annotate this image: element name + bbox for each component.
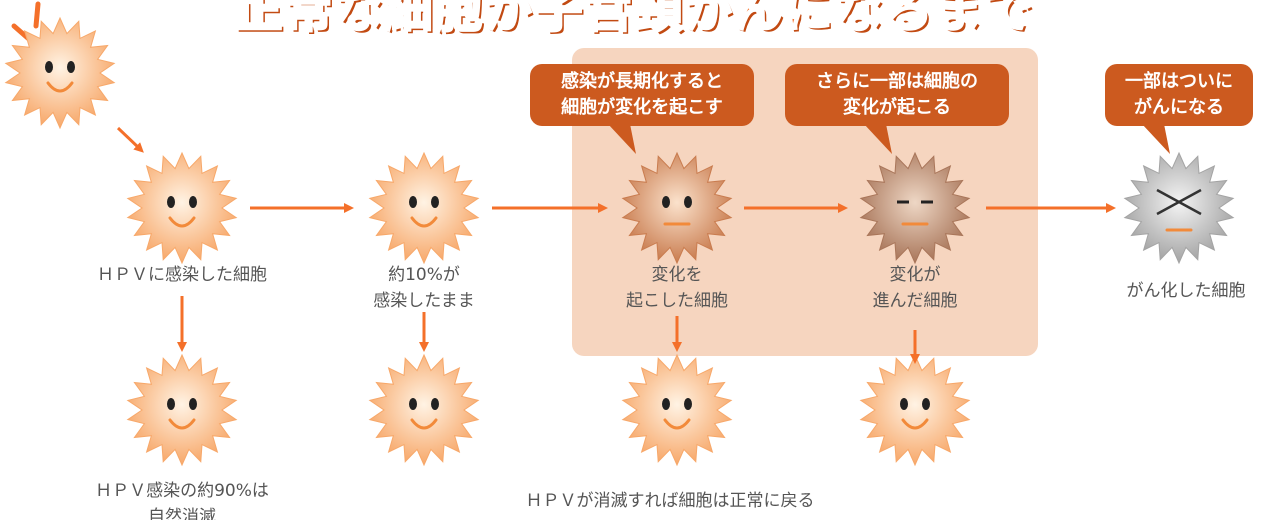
label-advanced: 変化が 進んだ細胞 — [825, 262, 1005, 314]
cancer-cell-icon — [1121, 150, 1237, 270]
label-clear-line-2: 自然消滅 — [148, 507, 216, 520]
bubble-3-line-2: がんになる — [1134, 97, 1224, 118]
bubble-long-term-infection: 感染が長期化すると 細胞が変化を起こす — [530, 64, 754, 126]
label-clear-line-1: ＨＰＶ感染の約90%は — [95, 481, 269, 501]
bubble-3-line-1: 一部はついに — [1125, 71, 1233, 92]
label-persist-line-2: 感染したまま — [373, 291, 475, 311]
label-hpv-infected: ＨＰＶに感染した細胞 — [60, 262, 304, 288]
normal-cell-icon — [124, 150, 240, 270]
label-changed-line-2: 起こした細胞 — [626, 291, 728, 311]
bubble-1-tail — [608, 124, 636, 154]
bubble-2-line-1: さらに一部は細胞の — [816, 71, 978, 92]
normal-cell-icon — [2, 15, 118, 135]
normal-cell-icon — [124, 352, 240, 472]
normal-cell-icon — [366, 352, 482, 472]
bubble-2-line-2: 変化が起こる — [843, 97, 951, 118]
bubble-2-tail — [864, 124, 892, 154]
changed-cell-icon — [857, 150, 973, 270]
bubble-3-tail — [1142, 124, 1170, 154]
normal-cell-icon — [366, 150, 482, 270]
bubble-becomes-cancer: 一部はついに がんになる — [1105, 64, 1253, 126]
label-advanced-line-1: 変化が — [889, 265, 941, 285]
arrow-icon — [116, 126, 144, 153]
label-changed: 変化を 起こした細胞 — [587, 262, 767, 314]
normal-cell-icon — [857, 352, 973, 472]
label-persist-line-1: 約10%が — [388, 265, 460, 285]
changed-cell-icon — [619, 150, 735, 270]
label-natural-clearance: ＨＰＶ感染の約90%は 自然消滅 — [62, 478, 302, 520]
bubble-further-change: さらに一部は細胞の 変化が起こる — [785, 64, 1009, 126]
label-hpv-infected-text: ＨＰＶに感染した細胞 — [97, 265, 267, 285]
bubble-1-line-1: 感染が長期化すると — [561, 71, 723, 92]
label-changed-line-1: 変化を — [651, 265, 703, 285]
label-persist: 約10%が 感染したまま — [334, 262, 514, 314]
diagram-title: 正常な細胞が子宮頸がんになるまで — [232, 0, 1034, 40]
label-return-normal: ＨＰＶが消滅すれば細胞は正常に戻る — [470, 488, 870, 514]
normal-cell-icon — [619, 352, 735, 472]
bubble-1-line-2: 細胞が変化を起こす — [561, 97, 723, 118]
label-return-normal-text: ＨＰＶが消滅すれば細胞は正常に戻る — [525, 491, 815, 511]
label-cancer: がん化した細胞 — [1106, 278, 1266, 304]
label-cancer-text: がん化した細胞 — [1126, 281, 1246, 301]
label-advanced-line-2: 進んだ細胞 — [872, 291, 958, 311]
